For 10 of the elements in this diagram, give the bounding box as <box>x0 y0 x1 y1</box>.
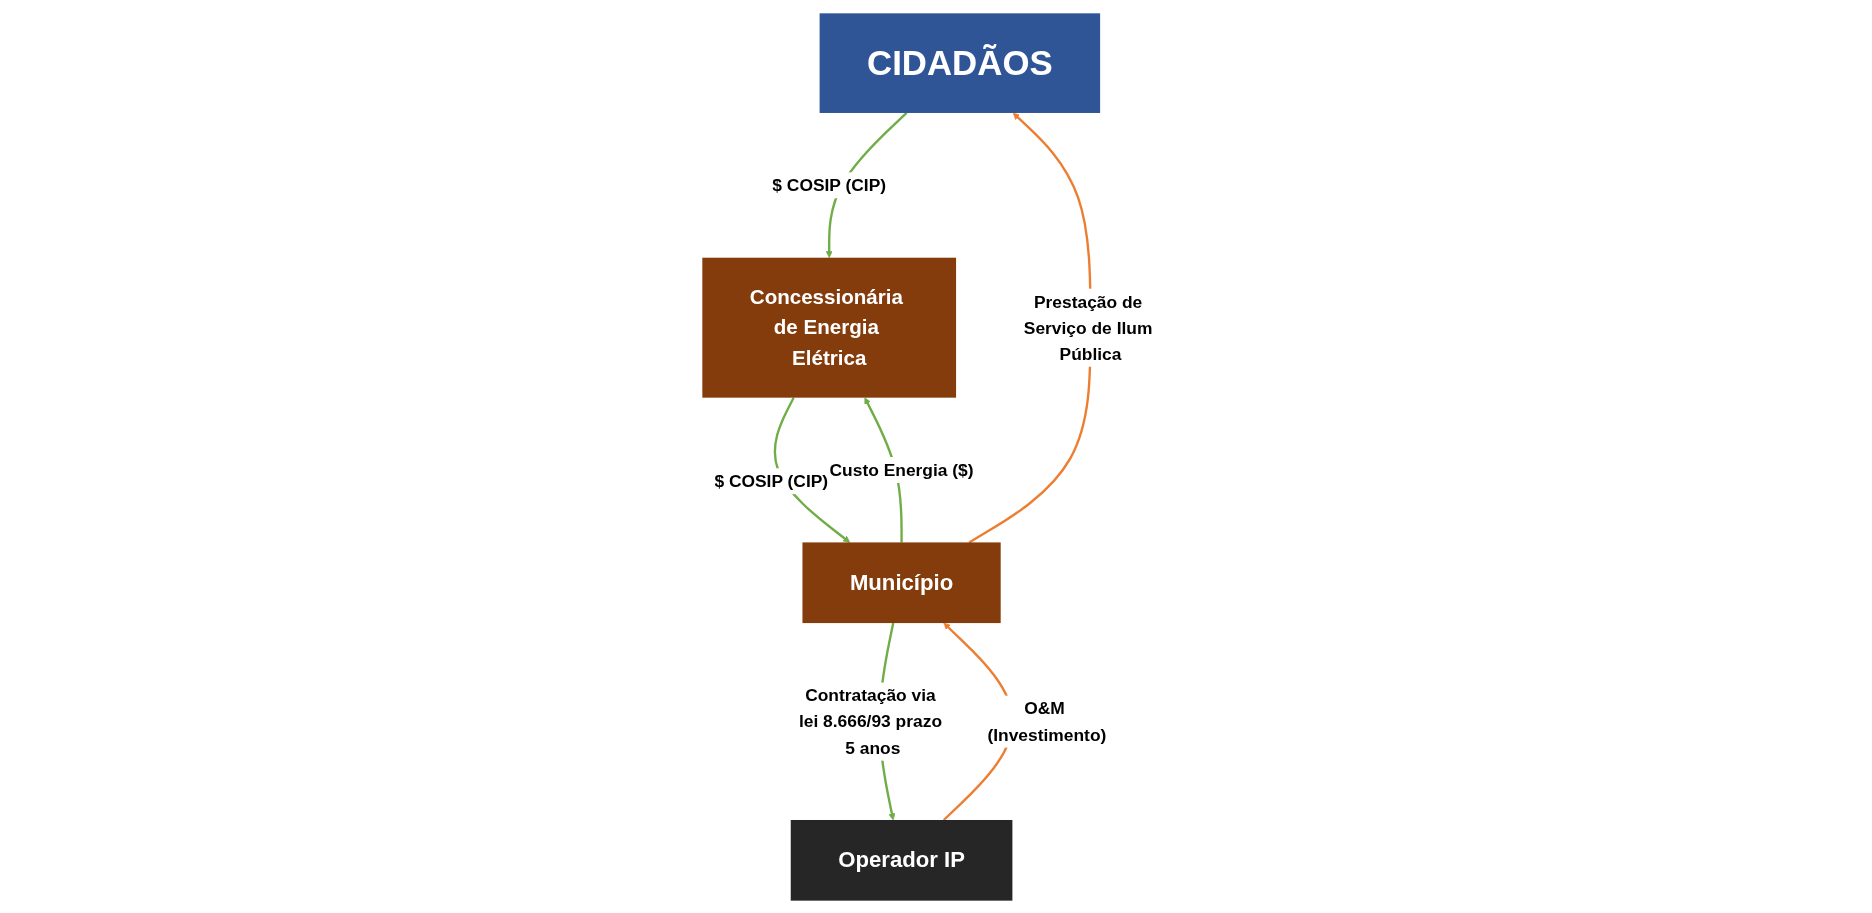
edge-label: Prestação de Serviço de Ilum Pública <box>1023 291 1153 364</box>
edge-label: O&M (Investimento) <box>987 698 1107 744</box>
edge-label: Contratação via lei 8.666/93 prazo 5 anos <box>798 685 943 758</box>
edge-label: Custo Energia ($) <box>829 459 974 480</box>
node-box: Município <box>802 541 1001 623</box>
node-box: Concessionária de Energia Elétrica <box>702 257 957 398</box>
node-box: Operador IP <box>790 819 1013 901</box>
edge-label: $ COSIP (CIP) <box>714 470 829 491</box>
edge-label: $ COSIP (CIP) <box>772 174 887 195</box>
node-box: CIDADÃOS <box>819 12 1101 113</box>
